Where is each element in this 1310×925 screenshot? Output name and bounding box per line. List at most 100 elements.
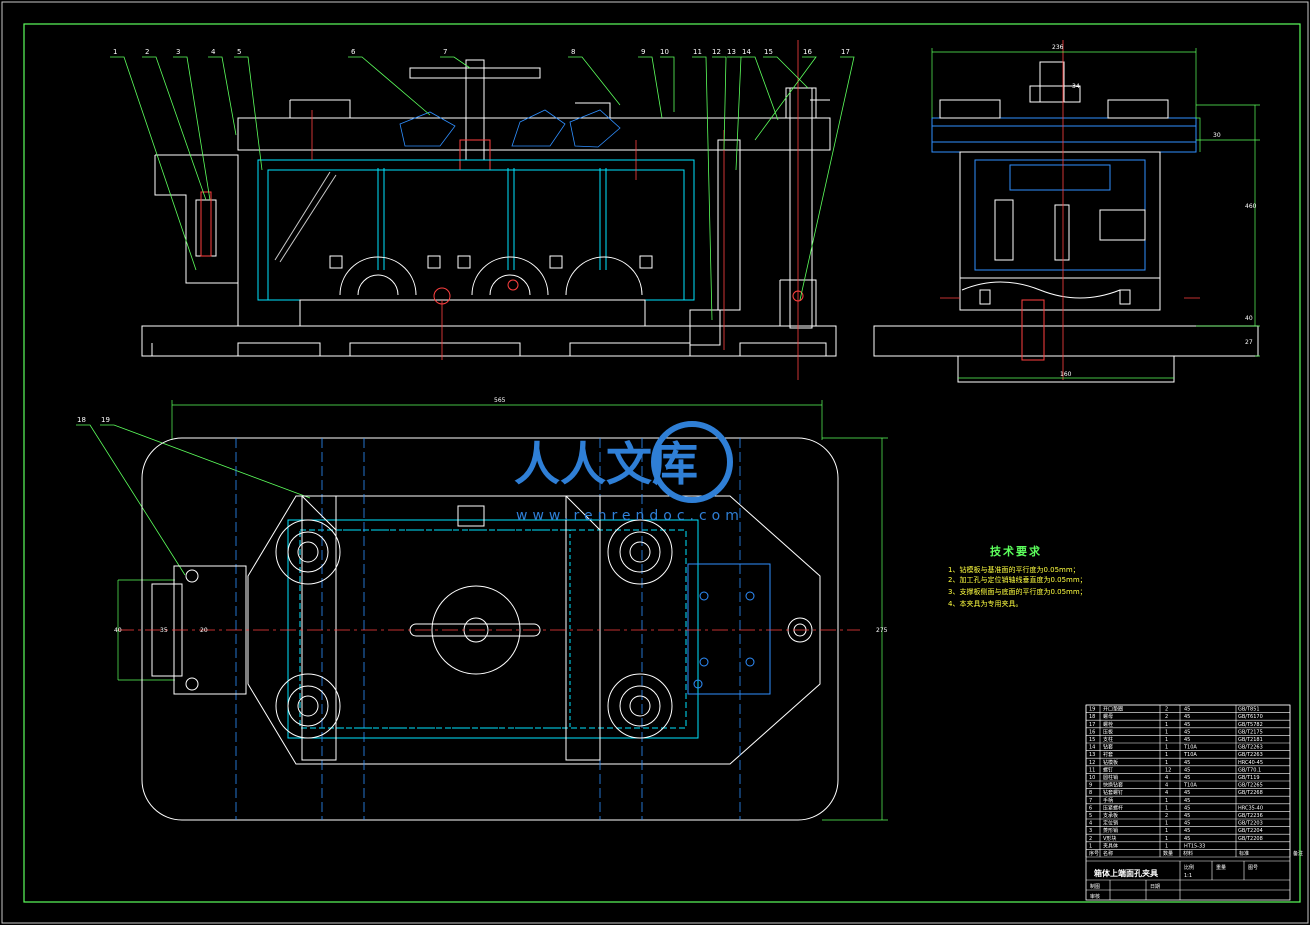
dim-275: 275 — [876, 627, 888, 634]
table-header-cell: 标准 — [1239, 850, 1249, 857]
table-cell-standard: GB/T2203 — [1238, 821, 1263, 827]
balloon-6: 6 — [351, 48, 356, 56]
title-block-scale: 1:1 — [1184, 873, 1192, 879]
table-cell-name: 螺钉 — [1103, 766, 1113, 773]
table-cell-name: 手柄 — [1103, 797, 1113, 804]
table-cell-qty: 4 — [1165, 783, 1168, 789]
table-cell-standard: GB/T6170 — [1238, 714, 1263, 720]
balloon-9: 9 — [641, 48, 645, 56]
dim-40b: 40 — [114, 627, 122, 634]
table-cell-no: 16 — [1089, 729, 1095, 735]
table-cell-standard: GB/T851 — [1238, 707, 1260, 713]
table-header-cell: 序号 — [1089, 850, 1099, 857]
balloon-13: 13 — [727, 48, 736, 56]
table-cell-qty: 1 — [1165, 805, 1168, 811]
balloon-8: 8 — [571, 48, 575, 56]
table-cell-no: 1 — [1089, 843, 1092, 849]
table-cell-qty: 12 — [1165, 767, 1171, 773]
table-cell-name: 定位销 — [1103, 820, 1118, 827]
table-cell-material: 45 — [1184, 805, 1190, 811]
table-cell-no: 19 — [1089, 707, 1095, 713]
table-cell-standard: GB/T2263 — [1238, 745, 1263, 751]
table-cell-material: 45 — [1184, 737, 1190, 743]
balloon-17: 17 — [841, 48, 850, 56]
table-cell-material: 45 — [1184, 760, 1190, 766]
table-cell-no: 8 — [1089, 790, 1092, 796]
tech-req-title: 技术要求 — [990, 544, 1042, 558]
table-cell-standard: GB/T2208 — [1238, 836, 1263, 842]
top-view-dimension-labels: 565 275 40 35 20 — [114, 397, 888, 634]
dim-460: 460 — [1245, 203, 1257, 210]
table-cell-name: 圆柱销 — [1103, 774, 1118, 781]
watermark-url: www.renrendoc.com — [516, 508, 744, 524]
table-cell-qty: 1 — [1165, 843, 1168, 849]
table-cell-name: 夹具体 — [1103, 842, 1118, 849]
table-cell-material: 45 — [1184, 836, 1190, 842]
table-cell-qty: 1 — [1165, 821, 1168, 827]
balloon-1: 1 — [113, 48, 117, 56]
table-cell-material: 45 — [1184, 775, 1190, 781]
table-cell-qty: 4 — [1165, 790, 1168, 796]
dim-27: 27 — [1245, 339, 1253, 346]
table-cell-material: 45 — [1184, 813, 1190, 819]
table-cell-material: 45 — [1184, 790, 1190, 796]
table-cell-name: 钻模板 — [1103, 759, 1118, 766]
tech-req-item-1: 1、钻模板与基准面的平行度为0.05mm； — [948, 565, 1080, 574]
table-cell-material: 45 — [1184, 722, 1190, 728]
table-cell-standard: HRC35-40 — [1238, 805, 1263, 811]
front-view — [141, 40, 837, 380]
table-cell-no: 7 — [1089, 798, 1092, 804]
table-cell-name: 钻套螺钉 — [1103, 789, 1123, 796]
balloon-4: 4 — [211, 48, 216, 56]
table-cell-qty: 1 — [1165, 722, 1168, 728]
table-cell-standard: GB/T2204 — [1238, 828, 1263, 834]
dim-40: 40 — [1245, 315, 1253, 322]
table-cell-material: 45 — [1184, 798, 1190, 804]
table-header-cell: 材料 — [1183, 850, 1193, 857]
table-header-cell: 名称 — [1103, 850, 1113, 857]
table-cell-no: 4 — [1089, 821, 1092, 827]
table-cell-standard: GB/T2265 — [1238, 783, 1263, 789]
drawing-title: 箱体上端面孔夹具 — [1094, 868, 1158, 878]
table-cell-qty: 1 — [1165, 752, 1168, 758]
table-cell-qty: 1 — [1165, 745, 1168, 751]
table-cell-qty: 4 — [1165, 775, 1168, 781]
technical-requirements: 技术要求 1、钻模板与基准面的平行度为0.05mm； 2、加工孔与定位销轴线垂直… — [948, 544, 1087, 608]
table-cell-no: 9 — [1089, 783, 1092, 789]
dim-565: 565 — [494, 397, 506, 404]
title-block-drawn-label: 制图 — [1090, 883, 1100, 890]
title-block-drawing-no-label: 图号 — [1248, 865, 1258, 871]
table-cell-no: 6 — [1089, 805, 1092, 811]
table-cell-standard: HRC40-45 — [1238, 760, 1263, 766]
balloon-14: 14 — [742, 48, 751, 56]
balloon-15: 15 — [764, 48, 773, 56]
table-cell-standard: GB/T2181 — [1238, 737, 1263, 743]
dim-236: 236 — [1052, 44, 1064, 51]
table-cell-name: 支承板 — [1103, 812, 1118, 819]
table-header-cell: 备注 — [1293, 850, 1303, 857]
dim-34: 34 — [1072, 83, 1080, 90]
table-cell-qty: 2 — [1165, 707, 1168, 713]
table-cell-qty: 1 — [1165, 729, 1168, 735]
side-view-dimension-labels: 236 34 30 460 27 40 160 — [1052, 44, 1257, 378]
watermark: 人人文库 www.renrendoc.com — [514, 421, 744, 524]
table-cell-standard: GB/T2175 — [1238, 729, 1263, 735]
table-cell-name: 衬套 — [1103, 751, 1113, 758]
title-block-date-label: 日期 — [1150, 884, 1160, 890]
title-block-weight-label: 重量 — [1216, 864, 1226, 871]
balloon-12: 12 — [712, 48, 721, 56]
dim-35: 35 — [160, 627, 168, 634]
balloon-16: 16 — [803, 48, 812, 56]
table-cell-material: HT15-33 — [1184, 843, 1205, 849]
tech-req-item-2: 2、加工孔与定位销轴线垂直度为0.05mm； — [948, 575, 1087, 584]
table-cell-qty: 1 — [1165, 828, 1168, 834]
table-cell-name: 快换钻套 — [1103, 782, 1123, 789]
table-cell-no: 12 — [1089, 760, 1095, 766]
table-cell-name: 开口垫圈 — [1103, 706, 1123, 713]
table-cell-qty: 1 — [1165, 760, 1168, 766]
balloon-11: 11 — [693, 48, 702, 56]
table-cell-standard: GB/T2236 — [1238, 813, 1263, 819]
table-cell-material: T10A — [1183, 752, 1197, 758]
table-cell-standard: GB/T119 — [1238, 775, 1260, 781]
